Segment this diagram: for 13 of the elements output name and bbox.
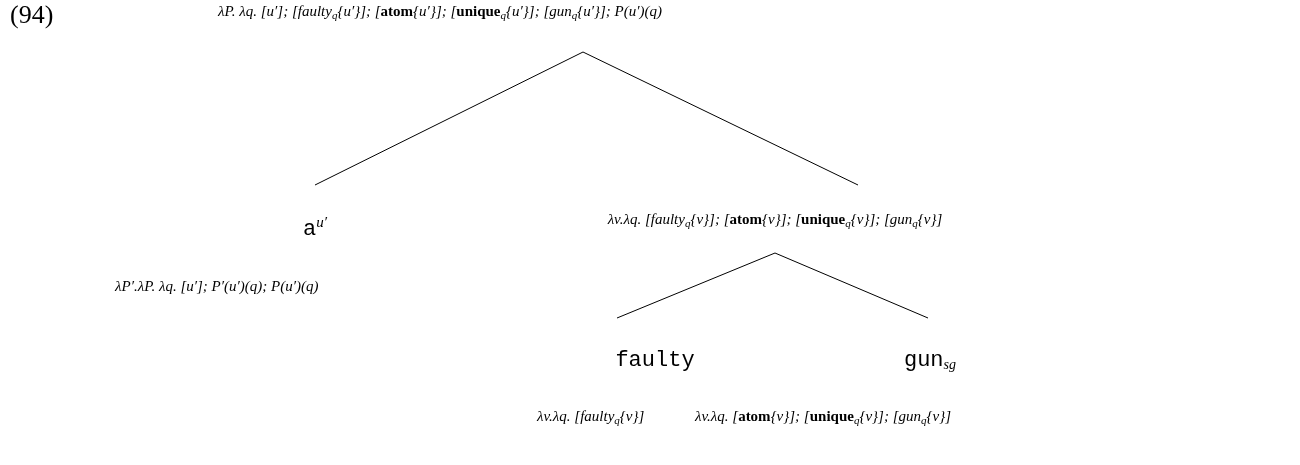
semantic-formula: λP′.λP. λq. [u′]; P′(u′)(q); P(u′)(q) — [115, 277, 319, 296]
tree-branch — [314, 51, 584, 186]
word-label: a$^{u′}$ — [303, 215, 327, 243]
semantic-formula: λv.λq. [faulty$_{q}${v}]; [atom{v}]; [unique$_{q}${v}]; [gun$_{q}${v}] — [607, 209, 943, 231]
tree-branch — [582, 51, 859, 186]
semantic-formula: λv.λq. [faulty$_{q}${v}] — [537, 407, 645, 428]
word-label: faulty — [615, 346, 695, 374]
tree-branch — [774, 252, 929, 319]
semantic-formula: λP. λq. [u′]; [faulty$_{q}${u′}]; [atom{u′}]; [unique$_{q}${u′}]; [gun$_{q}${u′}]; P(u′)(q) — [218, 2, 662, 23]
tree-branch — [616, 252, 776, 319]
example-number: (94) — [10, 2, 54, 28]
word-label: gun$_{sg}$ — [903, 346, 957, 374]
semantic-formula: λv.λq. [atom{v}]; [unique$_{q}${v}]; [gun$_{q}${v}] — [695, 407, 951, 428]
